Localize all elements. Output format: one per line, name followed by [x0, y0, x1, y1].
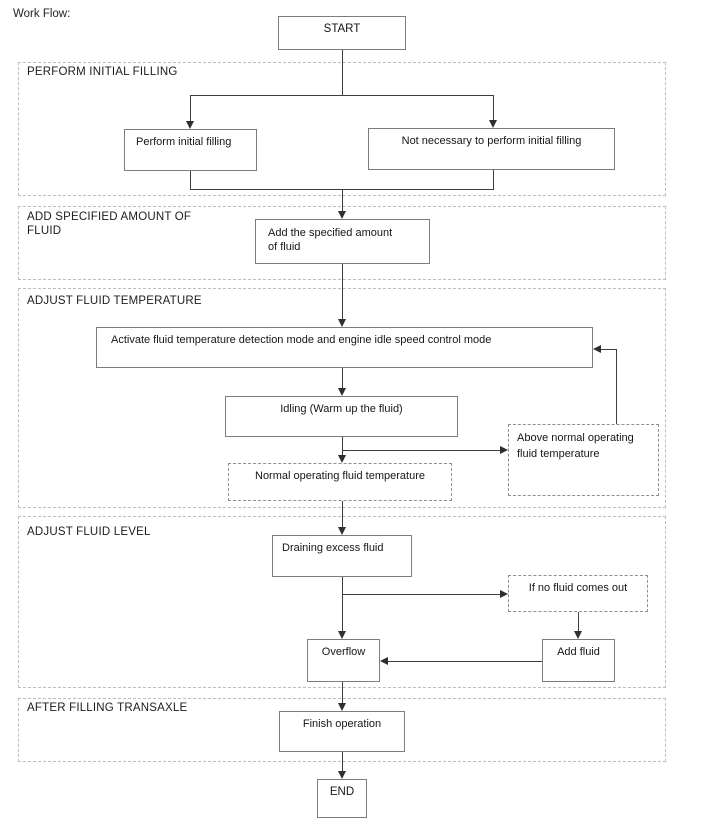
connector-line — [342, 189, 343, 212]
flow-node-add-fluid: Add fluid — [542, 639, 615, 682]
arrow-right-icon — [500, 446, 508, 454]
flow-node-add-specified-amount: Add the specified amount of fluid — [255, 219, 430, 264]
connector-line — [342, 594, 500, 595]
connector-line — [342, 501, 343, 528]
arrow-down-icon — [338, 771, 346, 779]
flow-node-activate-detection-mode: Activate fluid temperature detection mod… — [96, 327, 593, 368]
flow-node-finish-operation: Finish operation — [279, 711, 405, 752]
connector-line — [190, 95, 494, 96]
arrow-down-icon — [338, 455, 346, 463]
connector-line — [342, 577, 343, 632]
connector-line — [342, 50, 343, 95]
arrow-left-icon — [593, 345, 601, 353]
arrow-down-icon — [338, 211, 346, 219]
flow-node-idling: Idling (Warm up the fluid) — [225, 396, 458, 437]
flow-node-if-no-fluid: If no fluid comes out — [508, 575, 648, 612]
arrow-down-icon — [338, 388, 346, 396]
section-label-adjust-fluid-temperature: ADJUST FLUID TEMPERATURE — [27, 295, 202, 307]
page-title: Work Flow: — [13, 8, 71, 20]
section-label-add-specified-amount: ADD SPECIFIED AMOUNT OF FLUID — [27, 211, 192, 237]
flow-node-end: END — [317, 779, 367, 818]
flow-node-above-normal-temperature: Above normal operating fluid temperature — [508, 424, 659, 496]
flow-node-overflow: Overflow — [307, 639, 380, 682]
arrow-right-icon — [500, 590, 508, 598]
connector-line — [493, 95, 494, 121]
flow-node-not-necessary: Not necessary to perform initial filling — [368, 128, 615, 170]
connector-line — [190, 95, 191, 122]
arrow-down-icon — [338, 703, 346, 711]
section-label-adjust-fluid-level: ADJUST FLUID LEVEL — [27, 526, 151, 538]
arrow-down-icon — [338, 631, 346, 639]
arrow-down-icon — [338, 527, 346, 535]
arrow-left-icon — [380, 657, 388, 665]
connector-line — [342, 368, 343, 389]
arrow-down-icon — [186, 121, 194, 129]
connector-line — [342, 264, 343, 320]
flow-node-draining-excess-fluid: Draining excess fluid — [272, 535, 412, 577]
connector-line — [601, 349, 617, 350]
connector-line — [493, 170, 494, 190]
connector-line — [190, 171, 191, 190]
connector-line — [342, 682, 343, 704]
connector-line — [342, 437, 343, 456]
connector-line — [342, 752, 343, 772]
flow-node-start: START — [278, 16, 406, 50]
connector-line — [388, 661, 542, 662]
connector-line — [578, 612, 579, 632]
arrow-down-icon — [574, 631, 582, 639]
arrow-down-icon — [338, 319, 346, 327]
section-label-after-filling-transaxle: AFTER FILLING TRANSAXLE — [27, 702, 188, 714]
arrow-down-icon — [489, 120, 497, 128]
connector-line — [342, 450, 500, 451]
flow-node-normal-temperature: Normal operating fluid temperature — [228, 463, 452, 501]
flow-node-perform-initial-filling: Perform initial filling — [124, 129, 257, 171]
section-label-perform-initial-filling: PERFORM INITIAL FILLING — [27, 66, 178, 78]
connector-line — [616, 349, 617, 424]
